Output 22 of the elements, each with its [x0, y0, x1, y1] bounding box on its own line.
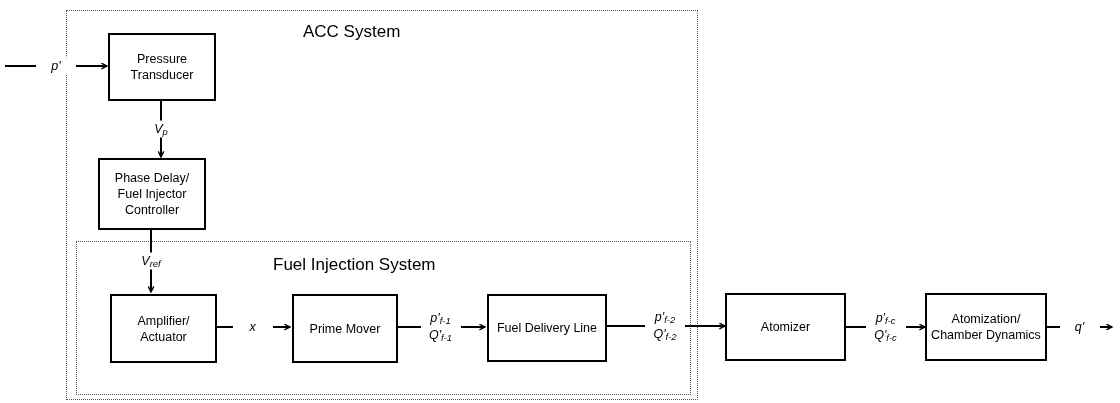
process-box — [110, 294, 217, 363]
system-boundary — [66, 10, 698, 400]
box-label: Amplifier/ Actuator — [136, 312, 191, 345]
process-box — [108, 33, 216, 101]
box-label: Pressure Transducer — [129, 51, 195, 83]
box-label: Fuel Delivery Line — [496, 320, 597, 336]
process-box — [725, 293, 846, 361]
process-box — [292, 294, 398, 363]
edge-label: p'$_{f-1}$ Q'$_{f-1}$ — [420, 310, 461, 344]
box-label: Atomizer — [760, 319, 811, 335]
box-label: Atomization/ Chamber Dynamics — [931, 311, 1041, 343]
process-box — [487, 294, 607, 362]
process-box — [925, 293, 1047, 361]
group-title: Fuel Injection System — [273, 254, 436, 276]
edge-label: p'$_{f-c}$ Q'$_{f-c}$ — [865, 310, 906, 344]
edge-label: p' — [36, 57, 76, 75]
system-boundary — [76, 241, 691, 395]
group-title: ACC System — [303, 21, 401, 43]
process-box — [98, 158, 206, 230]
box-label: Prime Mover — [309, 320, 381, 337]
box-label: Phase Delay/ Fuel Injector Controller — [113, 170, 191, 218]
edge-label: p'$_{f-2}$ Q'$_{f-2}$ — [645, 309, 685, 343]
